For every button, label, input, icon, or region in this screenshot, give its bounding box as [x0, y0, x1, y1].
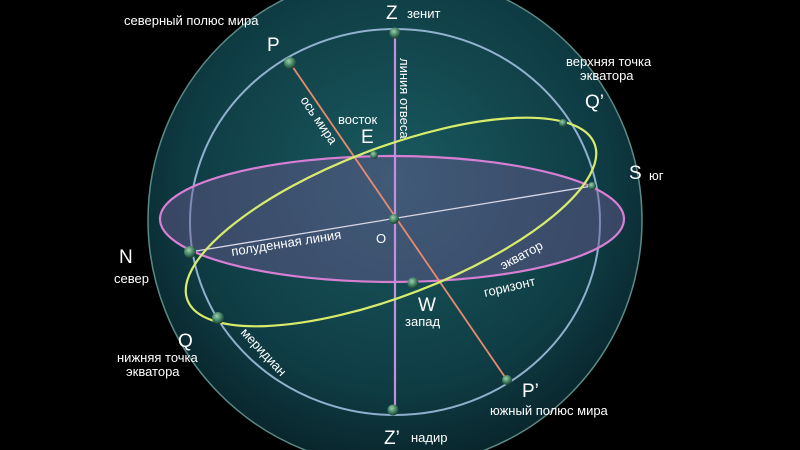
- south-label: юг: [649, 168, 664, 183]
- east-letter: E: [361, 127, 374, 148]
- nadir-letter: Z’: [384, 428, 400, 449]
- equator-circle: [184, 116, 598, 328]
- zenith-letter: Z: [386, 3, 398, 24]
- south-letter: S: [629, 163, 642, 184]
- lower-equator-label-1: нижняя точка: [117, 350, 199, 365]
- lower-equator-point: [212, 312, 224, 324]
- q-letter: Q: [178, 331, 193, 352]
- nadir-label: надир: [411, 430, 448, 445]
- nadir-point: [387, 404, 399, 416]
- upper-equator-label-1: верхняя точка: [566, 54, 652, 69]
- west-label: запад: [405, 314, 440, 329]
- north-letter: N: [119, 247, 133, 268]
- north-pole-label: северный полюс мира: [124, 13, 259, 28]
- pole-p-letter: P: [267, 35, 280, 56]
- center-point: [389, 214, 399, 224]
- center-label: O: [376, 231, 386, 246]
- zenith-label: зенит: [407, 6, 440, 21]
- lower-equator-label-2: экватора: [126, 364, 180, 379]
- zenith-point: [389, 27, 401, 39]
- east-point: [370, 151, 378, 159]
- east-label: восток: [338, 112, 378, 127]
- north-pole-point: [284, 57, 296, 69]
- q-prime-letter: Q’: [585, 92, 604, 113]
- north-label: север: [114, 271, 149, 286]
- north-point: [184, 246, 196, 258]
- upper-equator-label-2: экватора: [580, 68, 634, 83]
- upper-equator-point: [559, 119, 567, 127]
- plumb-line-label: линия отвеса: [397, 58, 412, 139]
- west-point: [407, 277, 419, 289]
- west-letter: W: [418, 295, 436, 316]
- world-axis-line: [289, 62, 508, 381]
- south-pole-point: [502, 375, 512, 385]
- pole-p-prime-letter: P’: [522, 381, 539, 402]
- south-point: [588, 182, 596, 190]
- south-pole-label: южный полюс мира: [490, 403, 609, 418]
